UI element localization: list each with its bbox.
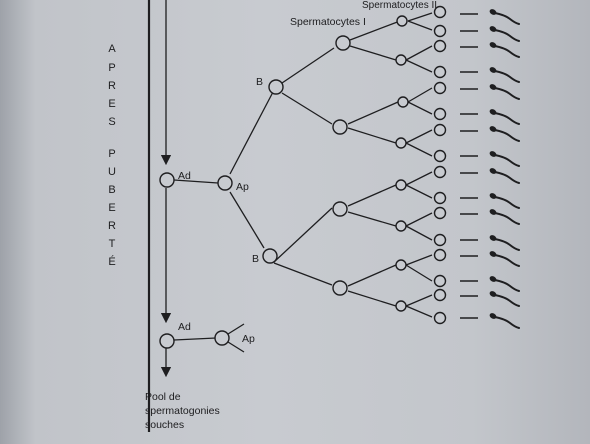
label-ad-lower: Ad [178, 321, 191, 333]
spermatozoon-2 [489, 26, 520, 42]
spermatozoon-16 [489, 313, 520, 329]
spermatozoon-9 [489, 168, 520, 184]
spermatid-column [433, 5, 447, 325]
node-ap-lower [214, 330, 230, 346]
vertical-text-apres: A P R E S [108, 43, 116, 128]
letter-s: S [108, 116, 115, 128]
node-spermatocyte-1a [335, 35, 351, 51]
letter-e2: E [108, 202, 115, 214]
letter-e: E [108, 98, 115, 110]
node-ap-upper [217, 175, 233, 191]
spermatocyte-edges [347, 20, 401, 307]
spermatozoon-14 [489, 276, 520, 292]
letter-b: B [108, 184, 115, 196]
spermatozoon-1 [489, 9, 520, 25]
letter-u: U [108, 166, 116, 178]
node-spermatocyte-1c [332, 201, 348, 217]
label-b-upper: B [256, 76, 263, 88]
spermatid-14 [433, 274, 447, 288]
lower-lineage-edges [173, 323, 245, 353]
spermatozoon-13 [489, 251, 520, 267]
letter-p2: P [108, 148, 115, 160]
spermatid-7 [433, 123, 447, 137]
spermatid-edges [405, 12, 433, 318]
node-spermatocyte-2f [395, 220, 407, 232]
node-spermatocyte-2h [395, 300, 407, 312]
spermatid-8 [433, 149, 447, 163]
vertical-text-puberte: P U B E R T É [108, 148, 116, 268]
node-spermatocyte-2e [395, 179, 407, 191]
letter-r2: R [108, 220, 116, 232]
spermatozoon-15 [489, 291, 520, 307]
caption-pool-line3: souches [145, 419, 184, 431]
label-spermatocytes-2: Spermatocytes II [362, 0, 437, 11]
spermatozoon-10 [489, 193, 520, 209]
spermatid-4 [433, 65, 447, 79]
node-ad-upper [159, 172, 175, 188]
label-b-lower: B [252, 253, 259, 265]
node-spermatocyte-2d [395, 137, 407, 149]
label-ad-upper: Ad [178, 170, 191, 182]
letter-r: R [108, 80, 116, 92]
spermatozoon-7 [489, 126, 520, 142]
caption-pool-line2: spermatogonies [145, 405, 220, 417]
node-b-upper [268, 79, 284, 95]
spermatid-11 [433, 206, 447, 220]
label-ap-upper: Ap [236, 181, 249, 193]
spermatozoon-11 [489, 209, 520, 225]
caption-pool-line1: Pool de [145, 391, 181, 403]
node-spermatocyte-1d [332, 280, 348, 296]
spermatozoon-4 [489, 67, 520, 83]
letter-p: P [108, 62, 115, 74]
spermatid-10 [433, 191, 447, 205]
node-spermatocyte-2a [396, 15, 408, 27]
letter-a: A [108, 43, 116, 55]
maturation-dashes [460, 13, 478, 319]
spermatozoon-6 [489, 109, 520, 125]
label-ap-lower: Ap [242, 333, 255, 345]
label-spermatocytes-1: Spermatocytes I [290, 16, 366, 28]
node-spermatocyte-2g [395, 259, 407, 271]
spermatid-2 [433, 24, 447, 38]
spermatozoon-5 [489, 84, 520, 100]
node-spermatocyte-2c [397, 96, 409, 108]
upper-lineage-edges [173, 47, 335, 286]
spermatid-6 [433, 107, 447, 121]
spermatid-16 [433, 311, 447, 325]
spermatid-12 [433, 233, 447, 247]
spermatozoon-3 [489, 42, 520, 58]
spermatid-13 [433, 248, 447, 262]
spermatid-1 [433, 5, 447, 19]
spermatozoon-12 [489, 235, 520, 251]
spermatid-15 [433, 288, 447, 302]
node-spermatocyte-2b [395, 54, 407, 66]
spermatozoa-column [489, 9, 520, 329]
spermatid-9 [433, 165, 447, 179]
letter-t: T [109, 238, 116, 250]
node-ad-lower [159, 333, 175, 349]
node-spermatocyte-1b [332, 119, 348, 135]
node-b-lower [262, 248, 278, 264]
letter-e-accent: É [108, 255, 115, 268]
spermatozoon-8 [489, 151, 520, 167]
spermatid-5 [433, 81, 447, 95]
spermatid-3 [433, 39, 447, 53]
nodes [159, 15, 409, 349]
